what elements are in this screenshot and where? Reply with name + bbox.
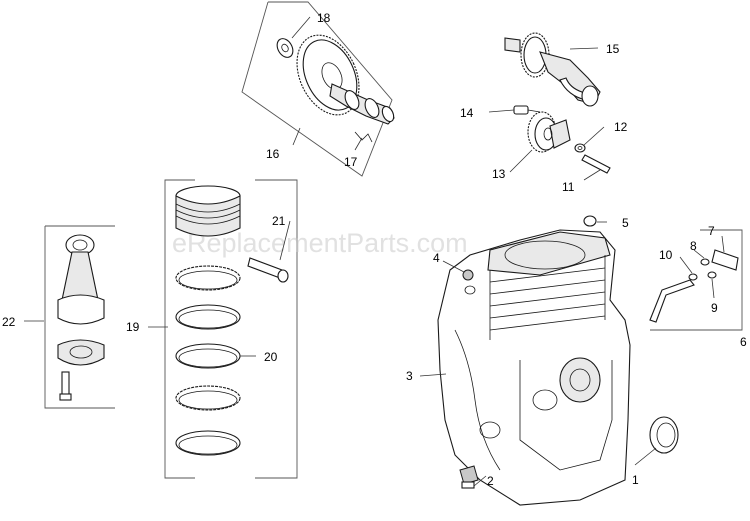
part-16-camshaft (296, 34, 395, 125)
callout-5: 5 (622, 216, 629, 230)
part-10-washer (688, 273, 698, 281)
part-22-connecting-rod (57, 234, 105, 401)
callout-19: 19 (126, 320, 140, 334)
callout-4: 4 (433, 251, 440, 265)
leader-lines (24, 16, 725, 487)
callout-22: 22 (2, 315, 16, 329)
callout-6: 6 (740, 335, 747, 349)
callout-3: 3 (406, 369, 413, 383)
part-3-crankcase (437, 229, 631, 506)
part-2-drain-plug (459, 465, 479, 489)
part-17-pin (354, 131, 373, 143)
part-6-governor-shaft (649, 279, 695, 323)
callout-11: 11 (562, 180, 575, 194)
part-8-washer (700, 258, 710, 266)
callout-9: 9 (711, 301, 718, 315)
part-12-washer (574, 143, 586, 153)
part-9-nut (707, 271, 717, 279)
callout-8: 8 (690, 239, 697, 253)
callout-12: 12 (614, 120, 628, 134)
callout-16: 16 (266, 147, 280, 161)
callout-18: 18 (317, 11, 331, 25)
part-15-governor-gear-shaft (504, 32, 601, 107)
frame-piston-group (164, 179, 298, 479)
callout-10: 10 (659, 248, 673, 262)
callout-21: 21 (272, 214, 286, 228)
callout-17: 17 (344, 155, 358, 169)
frame-governor-group (650, 229, 743, 331)
part-7-lever-plate (711, 249, 739, 271)
callout-7: 7 (708, 224, 715, 238)
callout-20: 20 (264, 350, 278, 364)
part-18-washer (276, 38, 294, 58)
part-21-piston-pin (175, 185, 289, 283)
callout-13: 13 (492, 167, 506, 181)
callout-15: 15 (606, 42, 620, 56)
frame-cam-group (241, 1, 393, 177)
callout-1: 1 (632, 473, 639, 487)
part-5-plug (583, 215, 597, 227)
callout-labels: 1 2 3 4 5 6 7 8 9 10 11 12 13 14 15 16 1… (2, 11, 747, 488)
part-14-screw (513, 105, 541, 115)
callout-2: 2 (487, 474, 494, 488)
part-20-piston-rings (175, 265, 241, 456)
part-11-shaft (581, 154, 611, 174)
frame-rod-group (44, 225, 115, 409)
callout-14: 14 (460, 106, 474, 120)
part-4-plug (462, 269, 474, 281)
part-1-oil-seal (649, 416, 679, 454)
part-13-governor-gear (527, 111, 571, 153)
